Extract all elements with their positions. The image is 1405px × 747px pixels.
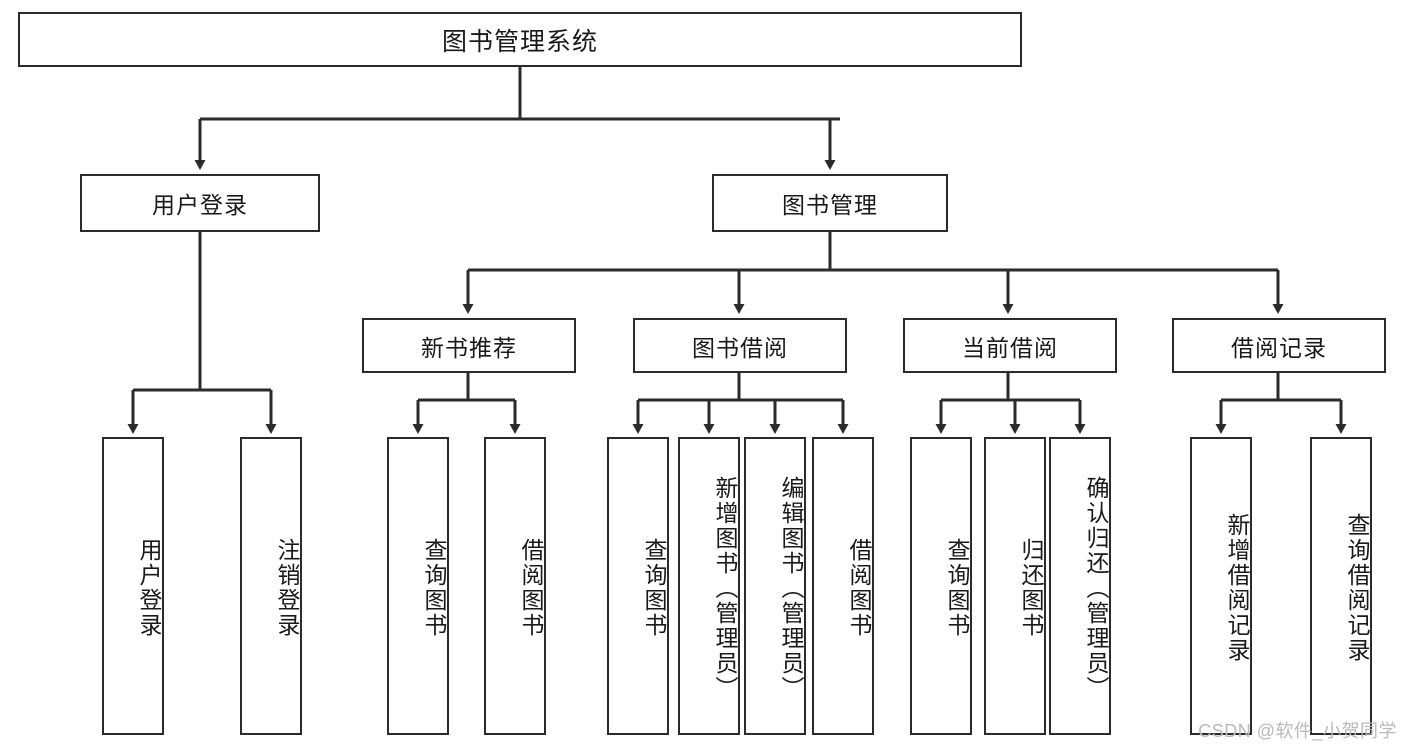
node-leaf-return-book[interactable]: 归还图书	[984, 437, 1046, 735]
node-label: 确认归还（管理员）	[1083, 475, 1109, 701]
node-label: 借阅图书	[846, 538, 872, 638]
node-leaf-borrow-book-1[interactable]: 借阅图书	[484, 437, 546, 735]
current-borrow-to-leaves-links	[935, 373, 1086, 434]
node-leaf-borrow-book-2[interactable]: 借阅图书	[812, 437, 874, 735]
node-label: 查询借阅记录	[1344, 513, 1370, 663]
node-label: 借阅图书	[518, 538, 544, 638]
user-login-to-leaves-links	[127, 232, 277, 434]
node-label: 查询图书	[641, 538, 667, 638]
node-label: 图书管理	[782, 192, 878, 218]
node-label: 图书管理系统	[441, 27, 598, 56]
node-label: 新书推荐	[421, 334, 517, 361]
node-leaf-add-record[interactable]: 新增借阅记录	[1190, 437, 1252, 735]
node-user-login[interactable]: 用户登录	[80, 174, 320, 232]
node-leaf-query-book-2[interactable]: 查询图书	[607, 437, 669, 735]
node-label: 编辑图书（管理员）	[778, 475, 804, 701]
node-label: 注销登录	[274, 538, 300, 638]
node-leaf-query-record[interactable]: 查询借阅记录	[1310, 437, 1372, 735]
borrow-record-to-leaves-links	[1215, 373, 1347, 434]
node-leaf-query-book-3[interactable]: 查询图书	[910, 437, 972, 735]
csdn-watermark: CSDN @软件_小贺同学	[1198, 721, 1397, 741]
node-label: 用户登录	[136, 538, 162, 638]
node-borrow-record[interactable]: 借阅记录	[1172, 318, 1386, 373]
node-label: 图书借阅	[692, 334, 788, 361]
node-label: 当前借阅	[962, 334, 1058, 361]
node-label: 查询图书	[421, 538, 447, 638]
node-leaf-edit-book[interactable]: 编辑图书（管理员）	[744, 437, 806, 735]
node-current-borrow[interactable]: 当前借阅	[903, 318, 1117, 373]
root-to-level2-links	[194, 67, 840, 170]
node-leaf-user-logout[interactable]: 注销登录	[240, 437, 302, 735]
node-root-system[interactable]: 图书管理系统	[18, 12, 1022, 67]
node-leaf-query-book-1[interactable]: 查询图书	[387, 437, 449, 735]
book-manage-to-level3-links	[462, 232, 1284, 314]
node-new-book-recommend[interactable]: 新书推荐	[362, 318, 576, 373]
node-book-borrow[interactable]: 图书借阅	[633, 318, 847, 373]
node-book-manage[interactable]: 图书管理	[712, 174, 948, 232]
node-label: 借阅记录	[1231, 334, 1327, 361]
node-label: 归还图书	[1018, 538, 1044, 638]
node-label: 新增图书（管理员）	[712, 475, 738, 701]
new-book-recommend-to-leaves-links	[412, 373, 521, 434]
book-borrow-to-leaves-links	[632, 373, 849, 434]
node-label: 查询图书	[944, 538, 970, 638]
node-leaf-add-book[interactable]: 新增图书（管理员）	[678, 437, 740, 735]
node-leaf-user-login[interactable]: 用户登录	[102, 437, 164, 735]
node-label: 用户登录	[152, 192, 248, 218]
node-leaf-confirm-return[interactable]: 确认归还（管理员）	[1049, 437, 1111, 735]
node-label: 新增借阅记录	[1224, 513, 1250, 663]
